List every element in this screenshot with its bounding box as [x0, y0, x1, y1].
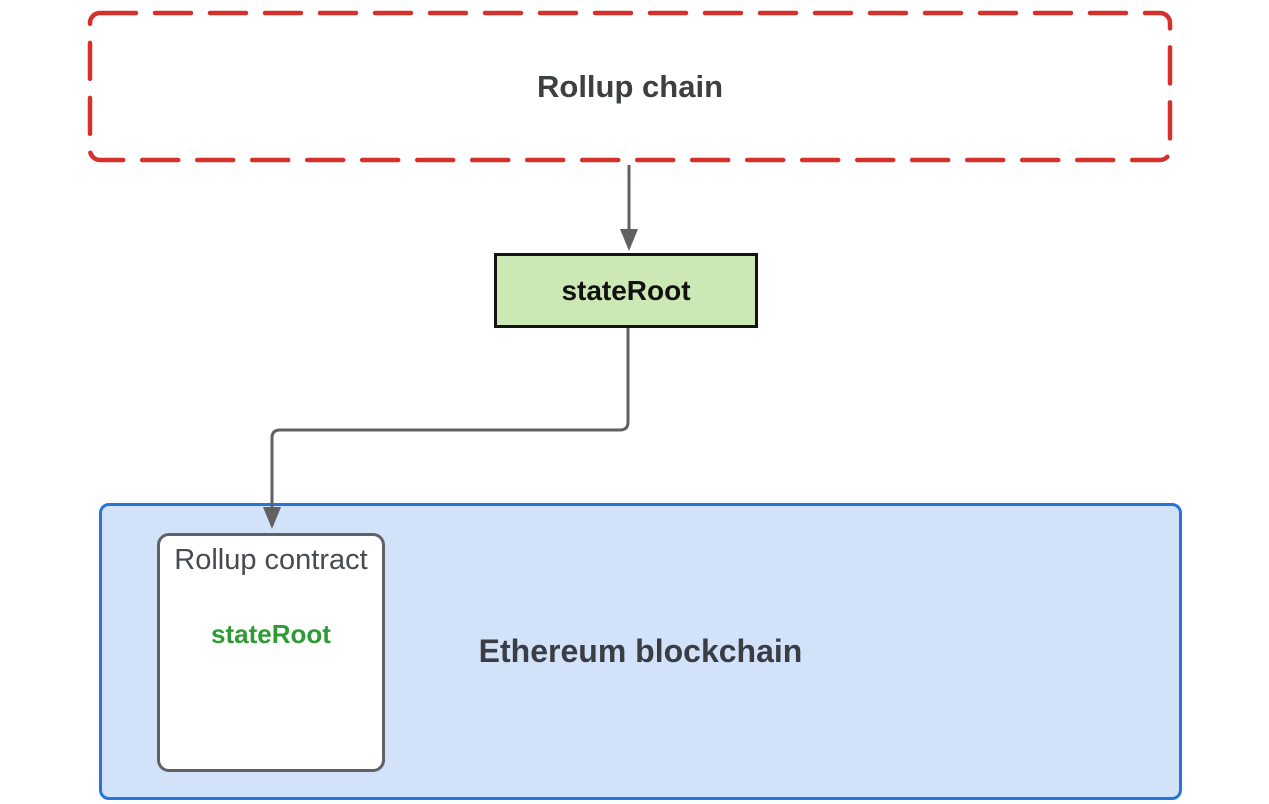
arrow-stateroot-to-contract-line — [270, 325, 630, 508]
rollup-contract-node: Rollup contract stateRoot — [157, 533, 385, 772]
rollup-chain-label: Rollup chain — [537, 68, 723, 104]
stateroot-node: stateRoot — [494, 253, 758, 328]
ethereum-blockchain-label: Ethereum blockchain — [478, 633, 803, 669]
rollup-contract-title: Rollup contract — [174, 544, 368, 576]
arrow-rollupchain-to-stateroot-head — [620, 229, 638, 251]
stateroot-node-label: stateRoot — [561, 274, 691, 306]
rollup-contract-stateroot-value: stateRoot — [211, 619, 331, 649]
rollup-chain-box: Rollup chain — [88, 11, 1172, 162]
